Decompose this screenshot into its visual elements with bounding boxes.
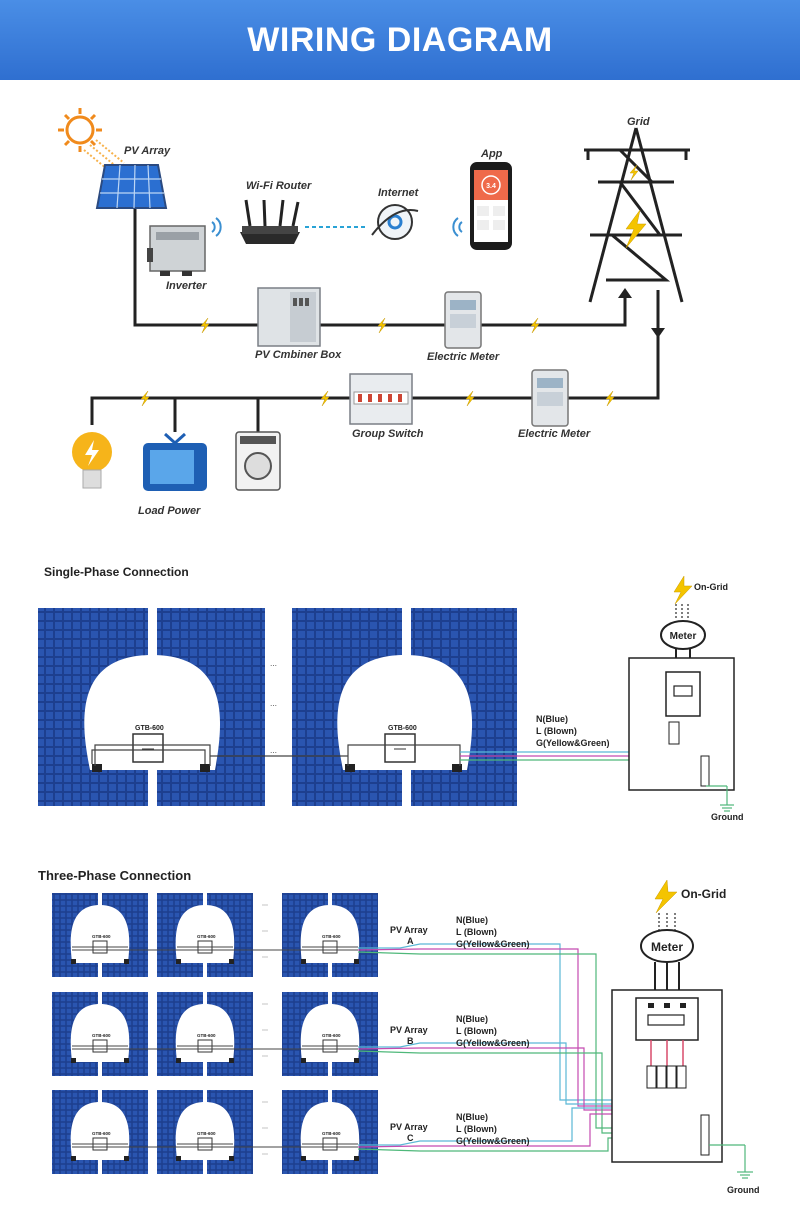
device-label: GTB-600 (135, 725, 164, 732)
svg-text:⋯: ⋯ (262, 903, 268, 909)
wire-n-label: N(Blue) (536, 714, 568, 724)
meter-label: Meter (670, 631, 697, 642)
pv-array-label: PV Array (124, 145, 171, 157)
pv-panel-pair: GTB-600 (282, 992, 378, 1076)
array-c-wire-l: L (Blown) (456, 1124, 497, 1134)
tower-bolt-icon (625, 209, 647, 249)
three-ground-label: Ground (727, 1185, 760, 1195)
connector-dots: ⋯ ⋯ ⋯ (270, 663, 277, 757)
svg-text:⋯: ⋯ (270, 663, 277, 670)
pv-array-a-label: PV Array (390, 925, 428, 935)
app-reading: 3.4 (486, 183, 496, 190)
device-label: GTB-600 (92, 1131, 111, 1136)
three-phase-title: Three-Phase Connection (38, 868, 191, 883)
pv-panel-pair: GTB-600 (52, 1090, 148, 1174)
combiner-box (257, 287, 321, 347)
device-label: GTB-600 (388, 725, 417, 732)
pv-array-a-letter: A (407, 936, 414, 946)
device-label: GTB-600 (322, 1131, 341, 1136)
wifi-router-label: Wi-Fi Router (246, 180, 312, 192)
svg-text:⋯: ⋯ (262, 1152, 268, 1158)
array-c-wire-n: N(Blue) (456, 1112, 488, 1122)
pv-panel-pair: GTB-600 (52, 992, 148, 1076)
device-label: GTB-600 (197, 1033, 216, 1038)
pv-array-c-label: PV Array (390, 1122, 428, 1132)
array-a-wire-g: G(Yellow&Green) (456, 939, 530, 949)
load-power-label: Load Power (138, 505, 201, 517)
three-on-grid-label: On-Grid (681, 887, 726, 901)
array-b-wire-l: L (Blown) (456, 1026, 497, 1036)
group-switch-label: Group Switch (352, 428, 424, 440)
title-banner: WIRING DIAGRAM (0, 0, 800, 80)
single-phase-panels (38, 608, 517, 806)
internet-label: Internet (378, 187, 420, 199)
group-switch-box (349, 373, 413, 425)
svg-text:⋯: ⋯ (270, 750, 277, 757)
array-a-wire-n: N(Blue) (456, 915, 488, 925)
electric-meter-2 (531, 369, 569, 427)
pv-panel-pair: GTB-600 (157, 893, 253, 977)
light-bulb-icon (72, 432, 112, 489)
pv-array-b-label: PV Array (390, 1025, 428, 1035)
grid-tower-icon (584, 127, 690, 303)
ground-label: Ground (711, 812, 744, 822)
wifi-router-icon (240, 199, 300, 244)
array-a-wire-l: L (Blown) (456, 927, 497, 937)
three-meter-label: Meter (651, 940, 683, 954)
combiner-label: PV Cmbiner Box (255, 349, 342, 361)
grid-label: Grid (627, 116, 650, 128)
single-phase-micro-inverters (92, 733, 462, 772)
pv-array-c-letter: C (407, 1133, 414, 1143)
inverter-label: Inverter (166, 280, 207, 292)
device-label: GTB-600 (322, 1033, 341, 1038)
arrow-down-icon (651, 328, 665, 338)
wire-g-label: G(Yellow&Green) (536, 738, 610, 748)
svg-text:⋯: ⋯ (262, 1028, 268, 1034)
app-phone (470, 162, 512, 250)
array-b-wire-n: N(Blue) (456, 1014, 488, 1024)
single-phase-title: Single-Phase Connection (44, 565, 189, 579)
on-grid-label: On-Grid (694, 582, 728, 592)
pv-panel-pair: GTB-600 (282, 893, 378, 977)
three-phase-cabinet (611, 879, 753, 1179)
wifi-signal-icon (452, 217, 463, 237)
wifi-signal-icon (211, 217, 222, 237)
pv-array-panel (95, 164, 168, 209)
device-label: GTB-600 (92, 1033, 111, 1038)
pv-array-b-letter: B (407, 1036, 414, 1046)
device-label: GTB-600 (92, 934, 111, 939)
app-label: App (480, 148, 503, 160)
pv-panel-pair: GTB-600 (282, 1090, 378, 1174)
array-c-wire-g: G(Yellow&Green) (456, 1136, 530, 1146)
arrow-up-icon (618, 288, 632, 298)
wire-l-label: L (Blown) (536, 726, 577, 736)
svg-text:⋯: ⋯ (262, 955, 268, 961)
device-label: GTB-600 (197, 934, 216, 939)
device-label: GTB-600 (197, 1131, 216, 1136)
pv-panel-pair: GTB-600 (157, 992, 253, 1076)
washing-machine-icon (235, 431, 281, 491)
svg-text:⋯: ⋯ (262, 1054, 268, 1060)
tv-icon (143, 432, 207, 491)
svg-text:⋯: ⋯ (270, 703, 277, 710)
device-label: GTB-600 (322, 934, 341, 939)
svg-text:⋯: ⋯ (262, 1002, 268, 1008)
pv-panel-pair: GTB-600 (157, 1090, 253, 1174)
svg-text:⋯: ⋯ (262, 929, 268, 935)
internet-icon (371, 204, 419, 240)
pv-panel-pair: GTB-600 (52, 893, 148, 977)
single-phase-cabinet (628, 575, 735, 812)
page-title: WIRING DIAGRAM (247, 21, 553, 59)
electric-meter-1 (444, 291, 482, 349)
inverter-device (147, 225, 206, 276)
electric-meter-2-label: Electric Meter (518, 428, 591, 440)
svg-text:⋯: ⋯ (262, 1126, 268, 1132)
svg-text:⋯: ⋯ (262, 1100, 268, 1106)
array-b-wire-g: G(Yellow&Green) (456, 1038, 530, 1048)
sun-icon (58, 108, 125, 174)
electric-meter-1-label: Electric Meter (427, 351, 500, 363)
